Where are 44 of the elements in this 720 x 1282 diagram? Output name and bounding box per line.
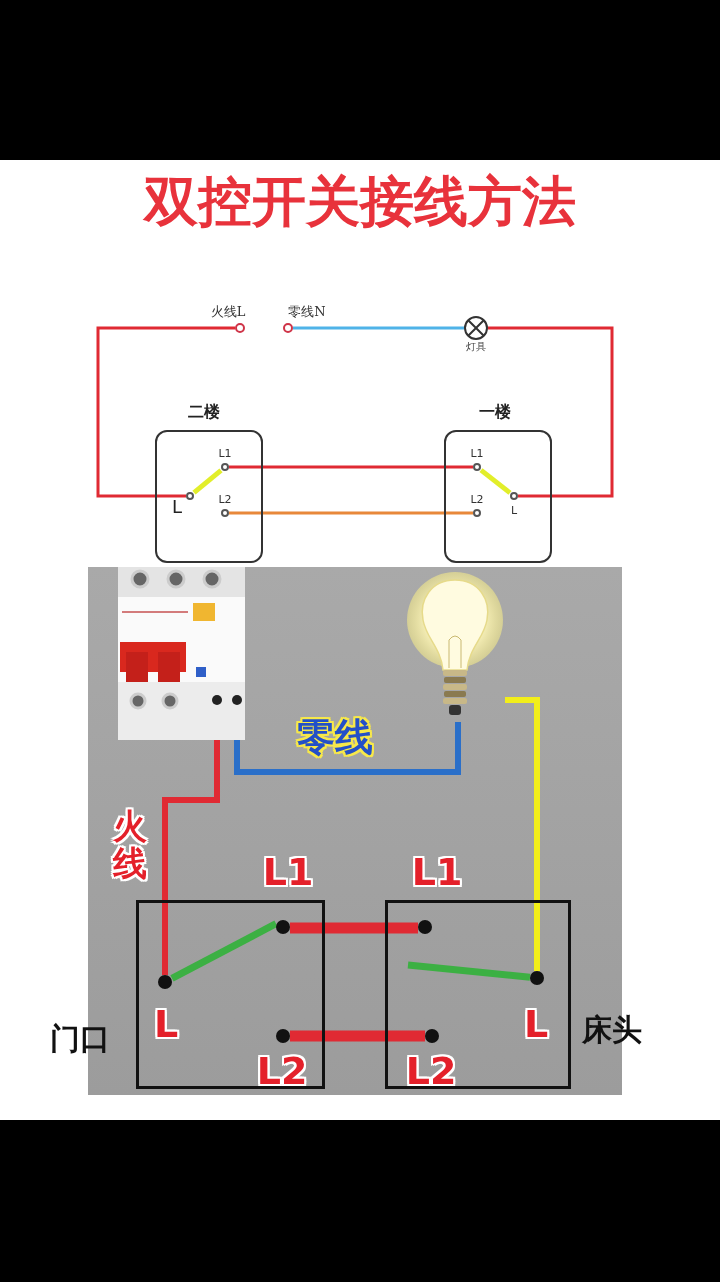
wire <box>407 961 531 981</box>
terminal <box>235 323 245 333</box>
terminal-label: L <box>522 1005 550 1045</box>
wire <box>488 326 614 498</box>
terminal-label: L <box>152 1005 180 1045</box>
switch-label: 二楼 <box>187 404 221 423</box>
terminal-label: L1 <box>217 448 233 460</box>
terminal-label: L1 <box>469 448 485 460</box>
terminal-label: L1 <box>410 853 464 895</box>
wire <box>229 465 473 469</box>
terminal <box>221 463 229 471</box>
wire <box>229 511 473 515</box>
wire-label: 零线 <box>296 718 374 761</box>
wire-label: 火线 <box>111 808 148 886</box>
wire <box>192 468 223 495</box>
terminal-label: 零线N <box>287 305 327 321</box>
terminal-label: L2 <box>404 1052 458 1094</box>
wire <box>505 697 540 971</box>
terminal <box>221 509 229 517</box>
wire <box>293 326 464 330</box>
terminal-label: L <box>509 505 519 517</box>
switch-label: 一楼 <box>478 404 512 423</box>
terminal <box>510 492 518 500</box>
terminal <box>473 509 481 517</box>
wire <box>234 722 461 775</box>
terminal-label: L2 <box>217 494 233 506</box>
wire <box>290 922 418 934</box>
terminal-label: L2 <box>255 1052 309 1094</box>
terminal <box>283 323 293 333</box>
terminal <box>473 463 481 471</box>
wire <box>290 1030 425 1042</box>
wire <box>479 468 512 495</box>
circuit-breaker-drawing <box>118 567 245 740</box>
terminal <box>186 492 194 500</box>
wire <box>162 740 220 975</box>
terminal-label: L1 <box>261 853 315 895</box>
wire <box>96 326 235 498</box>
switch-label: 床头 <box>581 1015 643 1049</box>
terminal-label: L <box>171 498 183 516</box>
terminal-label: 火线L <box>209 305 247 321</box>
terminal-label: 灯具 <box>465 342 487 354</box>
terminal-label: L2 <box>469 494 485 506</box>
title: 双控开关接线方法 <box>142 170 577 235</box>
wire <box>170 920 278 982</box>
